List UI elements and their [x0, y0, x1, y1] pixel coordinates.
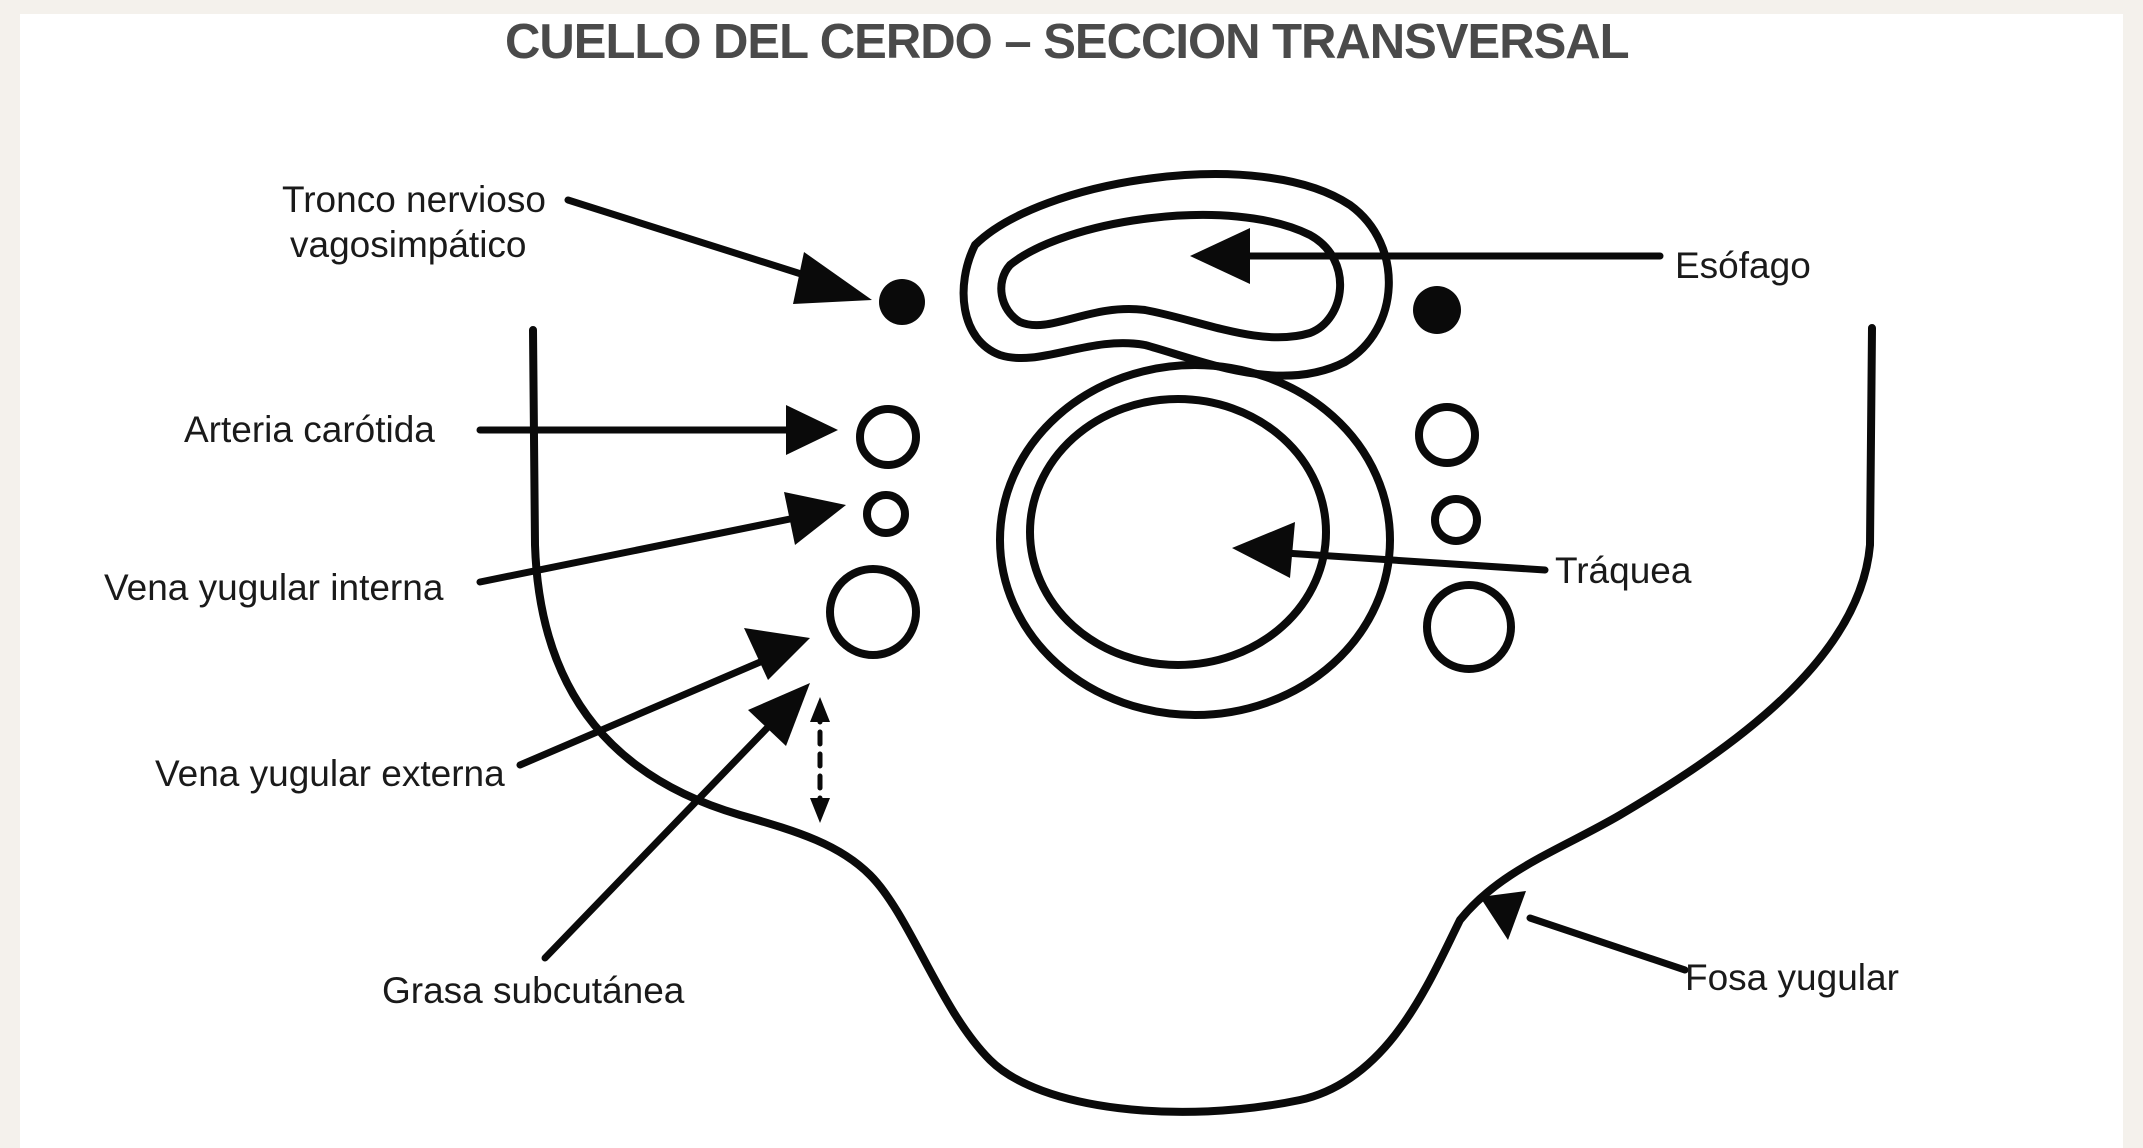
label-tronco-line1: Tronco nervioso [282, 179, 546, 220]
arrow-tronco [564, 196, 872, 304]
nerve-trunk-left [879, 279, 925, 325]
label-esofago: Esófago [1675, 245, 1811, 286]
internal-jugular-left [863, 491, 909, 537]
diagram-title: CUELLO DEL CERDO – SECCION TRANSVERSAL [505, 15, 1629, 69]
arrow-fosa [1480, 891, 1689, 974]
label-traquea: Tráquea [1555, 550, 1692, 591]
carotid-artery-right [1415, 403, 1479, 467]
arrow-esofago [1190, 228, 1664, 284]
esophagus [959, 170, 1393, 380]
arrow-arteria [476, 405, 838, 455]
external-jugular-left [826, 565, 920, 659]
fat-thickness-indicator [810, 697, 830, 823]
arrow-grasa [541, 683, 810, 962]
diagram-panel [20, 14, 2123, 1148]
label-arteria: Arteria carótida [184, 409, 435, 450]
arrow-vena-interna [476, 492, 846, 586]
external-jugular-right [1423, 581, 1515, 673]
carotid-artery-left [856, 405, 920, 469]
arrow-vena-externa [516, 628, 810, 769]
label-fosa: Fosa yugular [1685, 957, 1899, 998]
label-tronco-line2: vagosimpático [290, 224, 527, 265]
label-vena-interna: Vena yugular interna [104, 567, 444, 608]
arrow-traquea [1232, 522, 1549, 578]
internal-jugular-right [1431, 495, 1481, 545]
neck-outline [529, 324, 1876, 1116]
nerve-trunk-right [1413, 286, 1461, 334]
trachea [996, 361, 1394, 719]
label-grasa: Grasa subcutánea [382, 970, 685, 1011]
label-vena-externa: Vena yugular externa [155, 753, 505, 794]
